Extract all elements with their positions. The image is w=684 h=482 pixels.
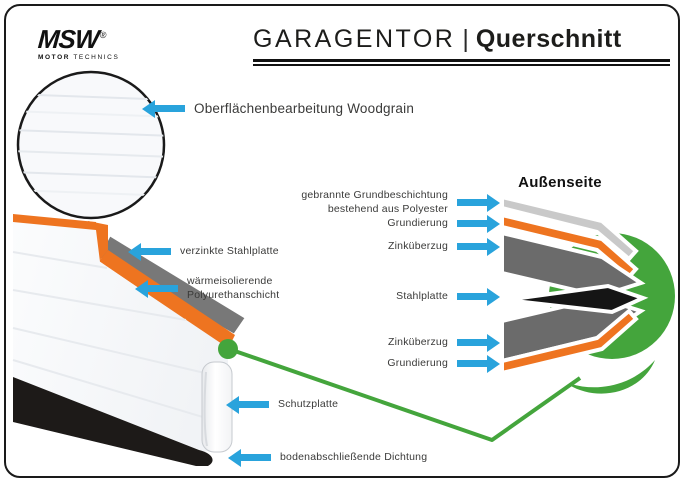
brand-logo: MSW® MOTOR TECHNICS — [36, 24, 120, 61]
panel-pu-band — [99, 250, 235, 349]
arrow-right-icon — [457, 214, 500, 233]
label-primer-top: Grundierung — [387, 214, 500, 233]
green-connector — [228, 347, 582, 442]
arrow-left-icon — [226, 395, 269, 414]
title-rule-thick — [253, 58, 670, 62]
door-panel-cutaway — [12, 214, 246, 466]
panel-bottom-seal — [13, 377, 213, 466]
green-dot-marker — [218, 339, 238, 359]
woodgrain-detail-circle — [16, 70, 166, 220]
registered-mark: ® — [99, 30, 106, 41]
outside-heading: Außenseite — [518, 174, 602, 191]
label-steel-plate: verzinkte Stahlplatte — [128, 242, 279, 261]
arrow-left-icon — [128, 242, 171, 261]
title-rule-thin — [253, 64, 670, 66]
brand-tagline: MOTOR TECHNICS — [38, 54, 120, 61]
label-woodgrain: Oberflächenbearbeitung Woodgrain — [142, 99, 414, 118]
layer-stack — [500, 194, 649, 376]
page-header: GARAGENTOR|Querschnitt — [253, 25, 670, 66]
panel-grooves — [12, 251, 227, 425]
layer-polyester-coating — [500, 194, 639, 262]
label-protection-plate: Schutzplatte — [226, 395, 338, 414]
arrow-left-icon — [142, 99, 185, 118]
arrow-right-icon — [457, 287, 500, 306]
arrow-right-icon — [457, 333, 500, 352]
arrow-left-icon — [228, 448, 271, 467]
arrow-right-icon — [457, 237, 500, 256]
arrow-right-icon — [457, 193, 500, 212]
arrow-left-icon — [135, 279, 178, 298]
page-title: GARAGENTOR|Querschnitt — [253, 25, 622, 53]
label-zinc-bottom: Zinküberzug — [388, 333, 500, 352]
label-steel-core: Stahlplatte — [396, 287, 500, 306]
panel-front-face — [13, 222, 228, 452]
panel-pu-top-strip — [13, 214, 97, 231]
layer-primer-bottom — [500, 308, 639, 376]
brand-name: MSW® — [36, 24, 106, 54]
layer-steel-core — [505, 283, 649, 315]
arrow-right-icon — [457, 354, 500, 373]
label-bottom-seal: bodenabschließende Dichtung — [228, 448, 427, 467]
label-zinc-top: Zinküberzug — [388, 237, 500, 256]
label-primer-bottom: Grundierung — [387, 354, 500, 373]
